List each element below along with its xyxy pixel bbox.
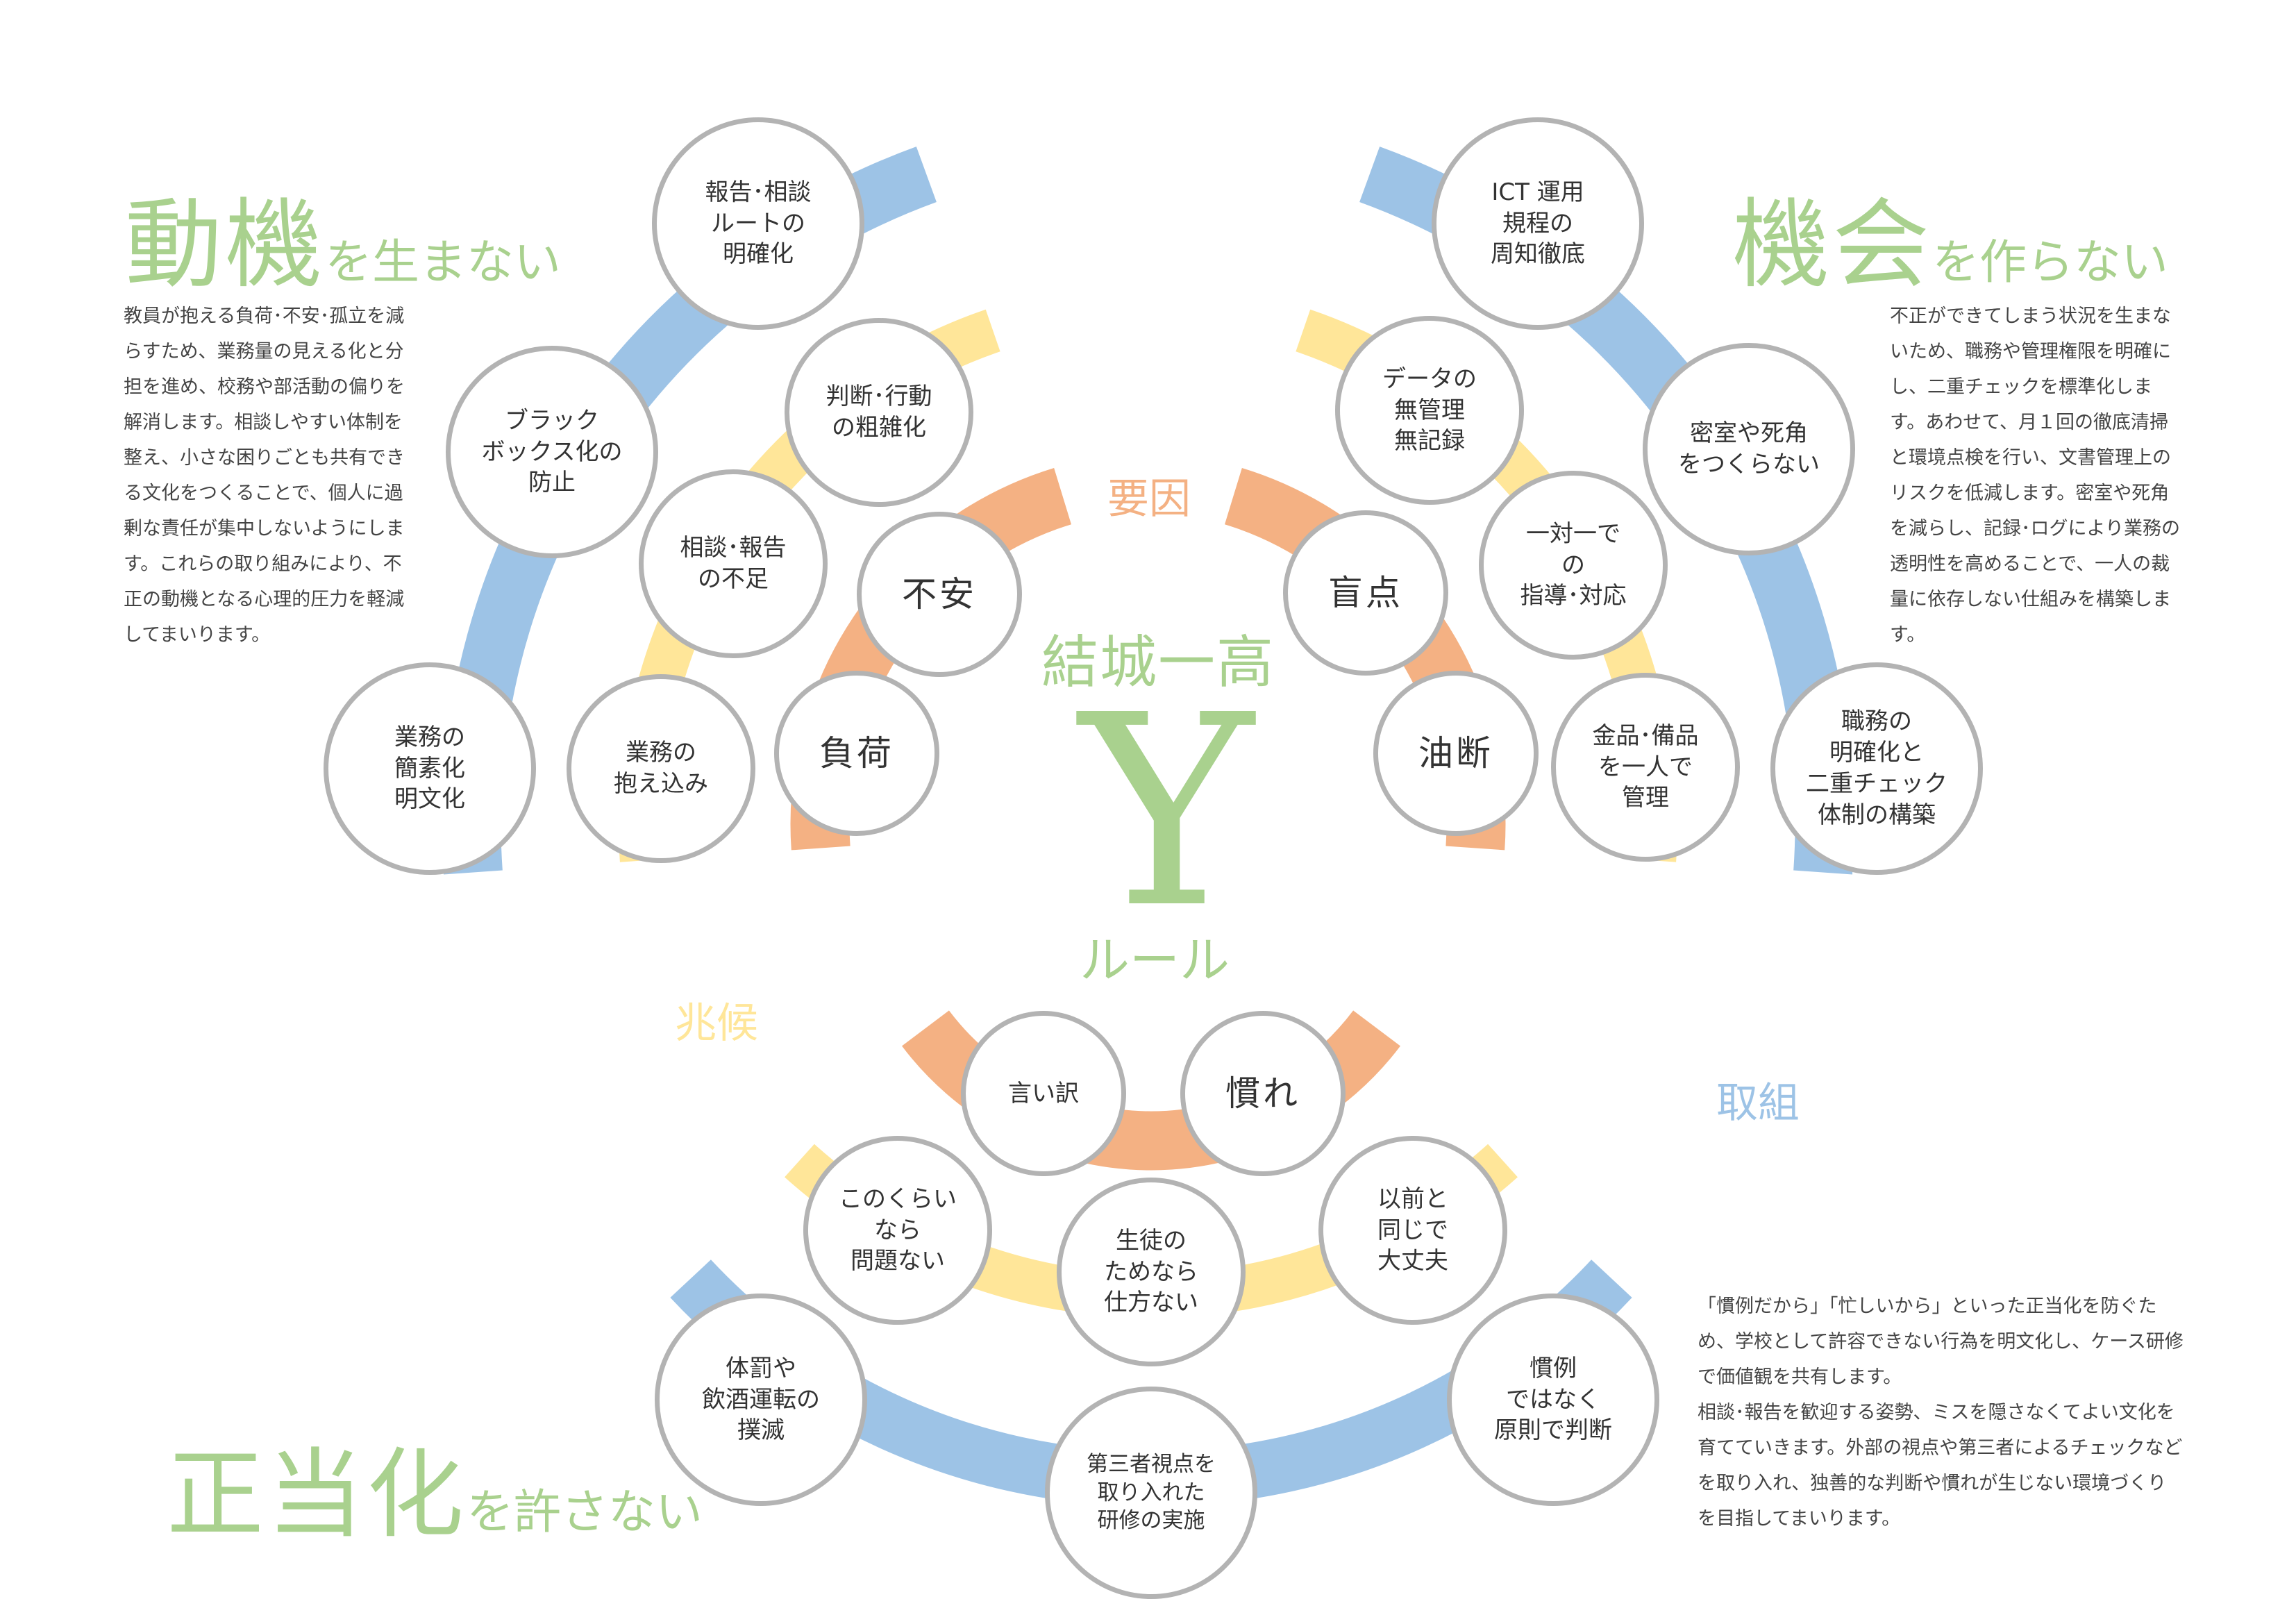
- sign-circle: 業務の 抱え込み: [567, 674, 755, 863]
- rationalization-title: 正当化を許さない: [167, 1416, 703, 1557]
- sign-circle: 判断･行動 の粗雑化: [785, 318, 973, 507]
- rule-label: ルール: [1080, 931, 1230, 989]
- factor-circle: 盲点: [1283, 510, 1448, 676]
- opportunity-description: 不正ができてしまう状況を生まないため、職務や管理権限を明確にし、二重チェックを標…: [1890, 305, 2180, 646]
- factor-circle: 慣れ: [1180, 1011, 1346, 1176]
- action-circle: 第三者視点を 取り入れた 研修の実施: [1045, 1387, 1257, 1599]
- action-circle: 業務の 簡素化 明文化: [324, 662, 536, 875]
- rationalization-description-p2: 相談･報告を歓迎する姿勢、ミスを隠さなくてよい文化を育てていきます。外部の視点や…: [1698, 1402, 2183, 1530]
- action-circle: ブラック ボックス化の 防止: [446, 346, 658, 558]
- sign-circle: 相談･報告 の不足: [639, 469, 828, 658]
- factor-circle: 不安: [857, 512, 1022, 677]
- factor-circle: 油断: [1373, 671, 1539, 836]
- motive-description: 教員が抱える負荷･不安･孤立を減らすため、業務量の見える化と分担を進め、校務や部…: [124, 305, 405, 646]
- factors-label: 要因: [1107, 475, 1191, 524]
- sign-circle: 金品･備品 を一人で 管理: [1551, 673, 1740, 862]
- signs-label: 兆候: [675, 999, 758, 1048]
- rationalization-title-main: 正当化: [167, 1439, 467, 1552]
- sign-circle: 以前と 同じで 大丈夫: [1318, 1136, 1507, 1325]
- action-circle: 慣例 ではなく 原則で判断: [1447, 1294, 1659, 1506]
- factor-circle: 負荷: [774, 671, 939, 836]
- action-circle: 密室や死角 をつくらない: [1643, 343, 1855, 555]
- action-circle: ICT 運用 規程の 周知徹底: [1432, 117, 1644, 330]
- school-name: 結城一高: [1041, 630, 1275, 696]
- actions-label: 取組: [1716, 1079, 1800, 1128]
- y-logo: Y: [1079, 658, 1254, 966]
- action-circle: 報告･相談 ルートの 明確化: [652, 117, 864, 330]
- motive-title-sub: を生まない: [325, 235, 562, 290]
- sign-circle: 一対一で の 指導･対応: [1479, 471, 1668, 660]
- rationalization-title-sub: を許さない: [467, 1485, 703, 1540]
- opportunity-title-main: 機会: [1732, 189, 1933, 302]
- sign-circle: データの 無管理 無記録: [1335, 316, 1524, 505]
- rationalization-description-p1: 「慣例だから」「忙しいから」といった正当化を防ぐため、学校として許容できない行為…: [1698, 1296, 2184, 1388]
- action-circle: 体罰や 飲酒運転の 撲滅: [655, 1294, 867, 1506]
- factor-circle: 言い訳: [961, 1011, 1126, 1176]
- sign-circle: 生徒の ためなら 仕方ない: [1057, 1178, 1246, 1366]
- rationalization-description: 「慣例だから」「忙しいから」といった正当化を防ぐため、学校として許容できない行為…: [1698, 1289, 2184, 1537]
- opportunity-title-sub: を作らない: [1932, 235, 2169, 290]
- opportunity-title: 機会を作らない: [1732, 167, 2168, 307]
- motive-title: 動機を生まない: [125, 167, 561, 307]
- sign-circle: このくらい なら 問題ない: [803, 1136, 992, 1325]
- action-circle: 職務の 明確化と 二重チェック 体制の構築: [1770, 662, 1983, 875]
- motive-title-main: 動機: [125, 189, 326, 302]
